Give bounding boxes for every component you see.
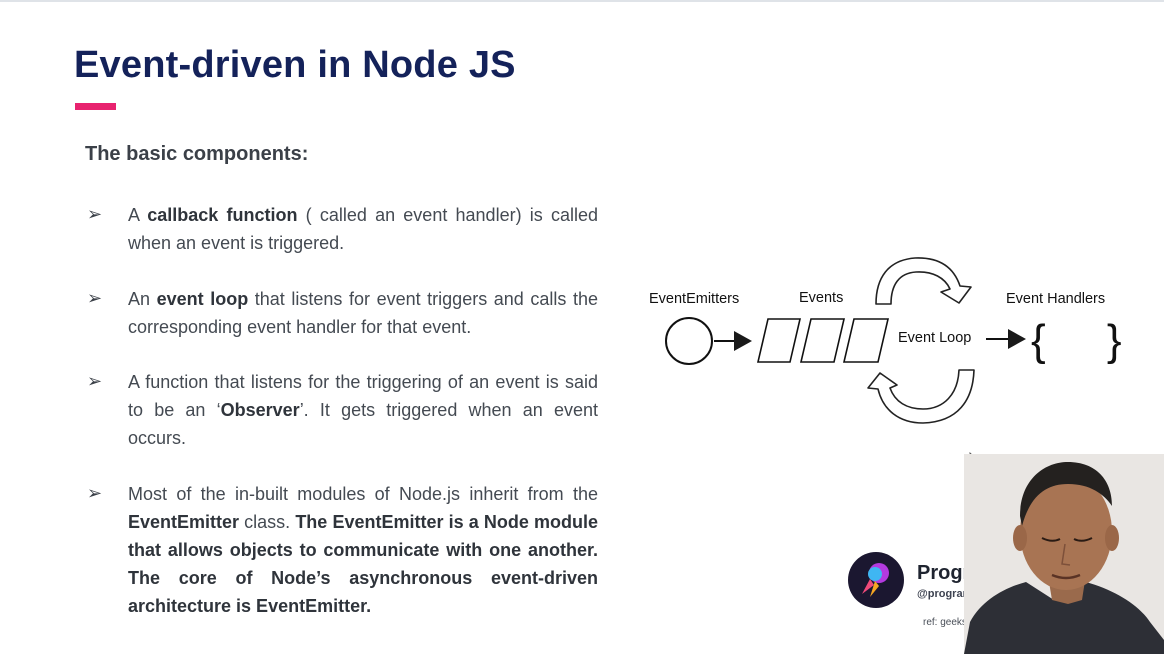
reference-note: ref: geeksfo bbox=[923, 617, 976, 628]
handlers-label: Event Handlers bbox=[1006, 291, 1105, 307]
handlers-braces: { } bbox=[1031, 316, 1122, 365]
presenter-webcam bbox=[964, 454, 1164, 654]
event-box bbox=[799, 318, 846, 363]
event-box bbox=[842, 318, 890, 363]
bullet-text: A callback function ( called an event ha… bbox=[128, 201, 598, 257]
event-loop-label: Event Loop bbox=[898, 330, 971, 346]
event-loop-diagram: EventEmitters Events Event Loop Event Ha… bbox=[649, 257, 1122, 424]
bullet-bold-segment: callback function bbox=[147, 205, 298, 225]
bullet-segment: Most of the in-built modules of Node.js … bbox=[128, 484, 598, 504]
slide-title: Event-driven in Node JS bbox=[74, 44, 516, 86]
bullet-bold-segment: The EventEmitter is a Node module that a… bbox=[128, 512, 598, 616]
bullet-bold-segment: event loop bbox=[156, 289, 249, 309]
bullet-text: A function that listens for the triggeri… bbox=[128, 368, 598, 452]
bullet-text: Most of the in-built modules of Node.js … bbox=[128, 480, 598, 620]
bullet-marker-icon: ➢ bbox=[87, 288, 103, 308]
event-queue bbox=[756, 318, 890, 363]
bullet-marker-icon: ➢ bbox=[87, 371, 103, 391]
emitters-label: EventEmitters bbox=[649, 291, 739, 307]
bullet-marker-icon: ➢ bbox=[87, 204, 103, 224]
title-accent-bar bbox=[75, 103, 116, 110]
bullet-marker-icon: ➢ bbox=[87, 483, 103, 503]
bullet-bold-segment: EventEmitter bbox=[128, 512, 240, 532]
bullet-text: An event loop that listens for event tri… bbox=[128, 285, 598, 341]
bullet-segment: that listens for event triggers and call… bbox=[128, 289, 598, 337]
bullet-bold-segment: Observer bbox=[220, 400, 300, 420]
emitter-circle bbox=[665, 317, 713, 365]
events-label: Events bbox=[799, 290, 843, 306]
loop-arrow-top-icon bbox=[875, 257, 972, 305]
bullet-segment: ( called an event handler) is called whe… bbox=[128, 205, 598, 253]
bullet-segment: An bbox=[128, 289, 157, 309]
bullet-segment: A bbox=[128, 205, 148, 225]
loop-arrow-bottom-icon bbox=[867, 369, 975, 424]
event-box bbox=[756, 318, 802, 363]
channel-logo-icon bbox=[848, 552, 904, 608]
bullet-segment: class. bbox=[239, 512, 296, 532]
top-border bbox=[0, 0, 1164, 2]
subtitle: The basic components: bbox=[85, 143, 309, 165]
bullet-segment: A function that listens for the triggeri… bbox=[128, 372, 598, 420]
bullet-segment: ’. It gets triggered when an event occur… bbox=[128, 400, 598, 448]
